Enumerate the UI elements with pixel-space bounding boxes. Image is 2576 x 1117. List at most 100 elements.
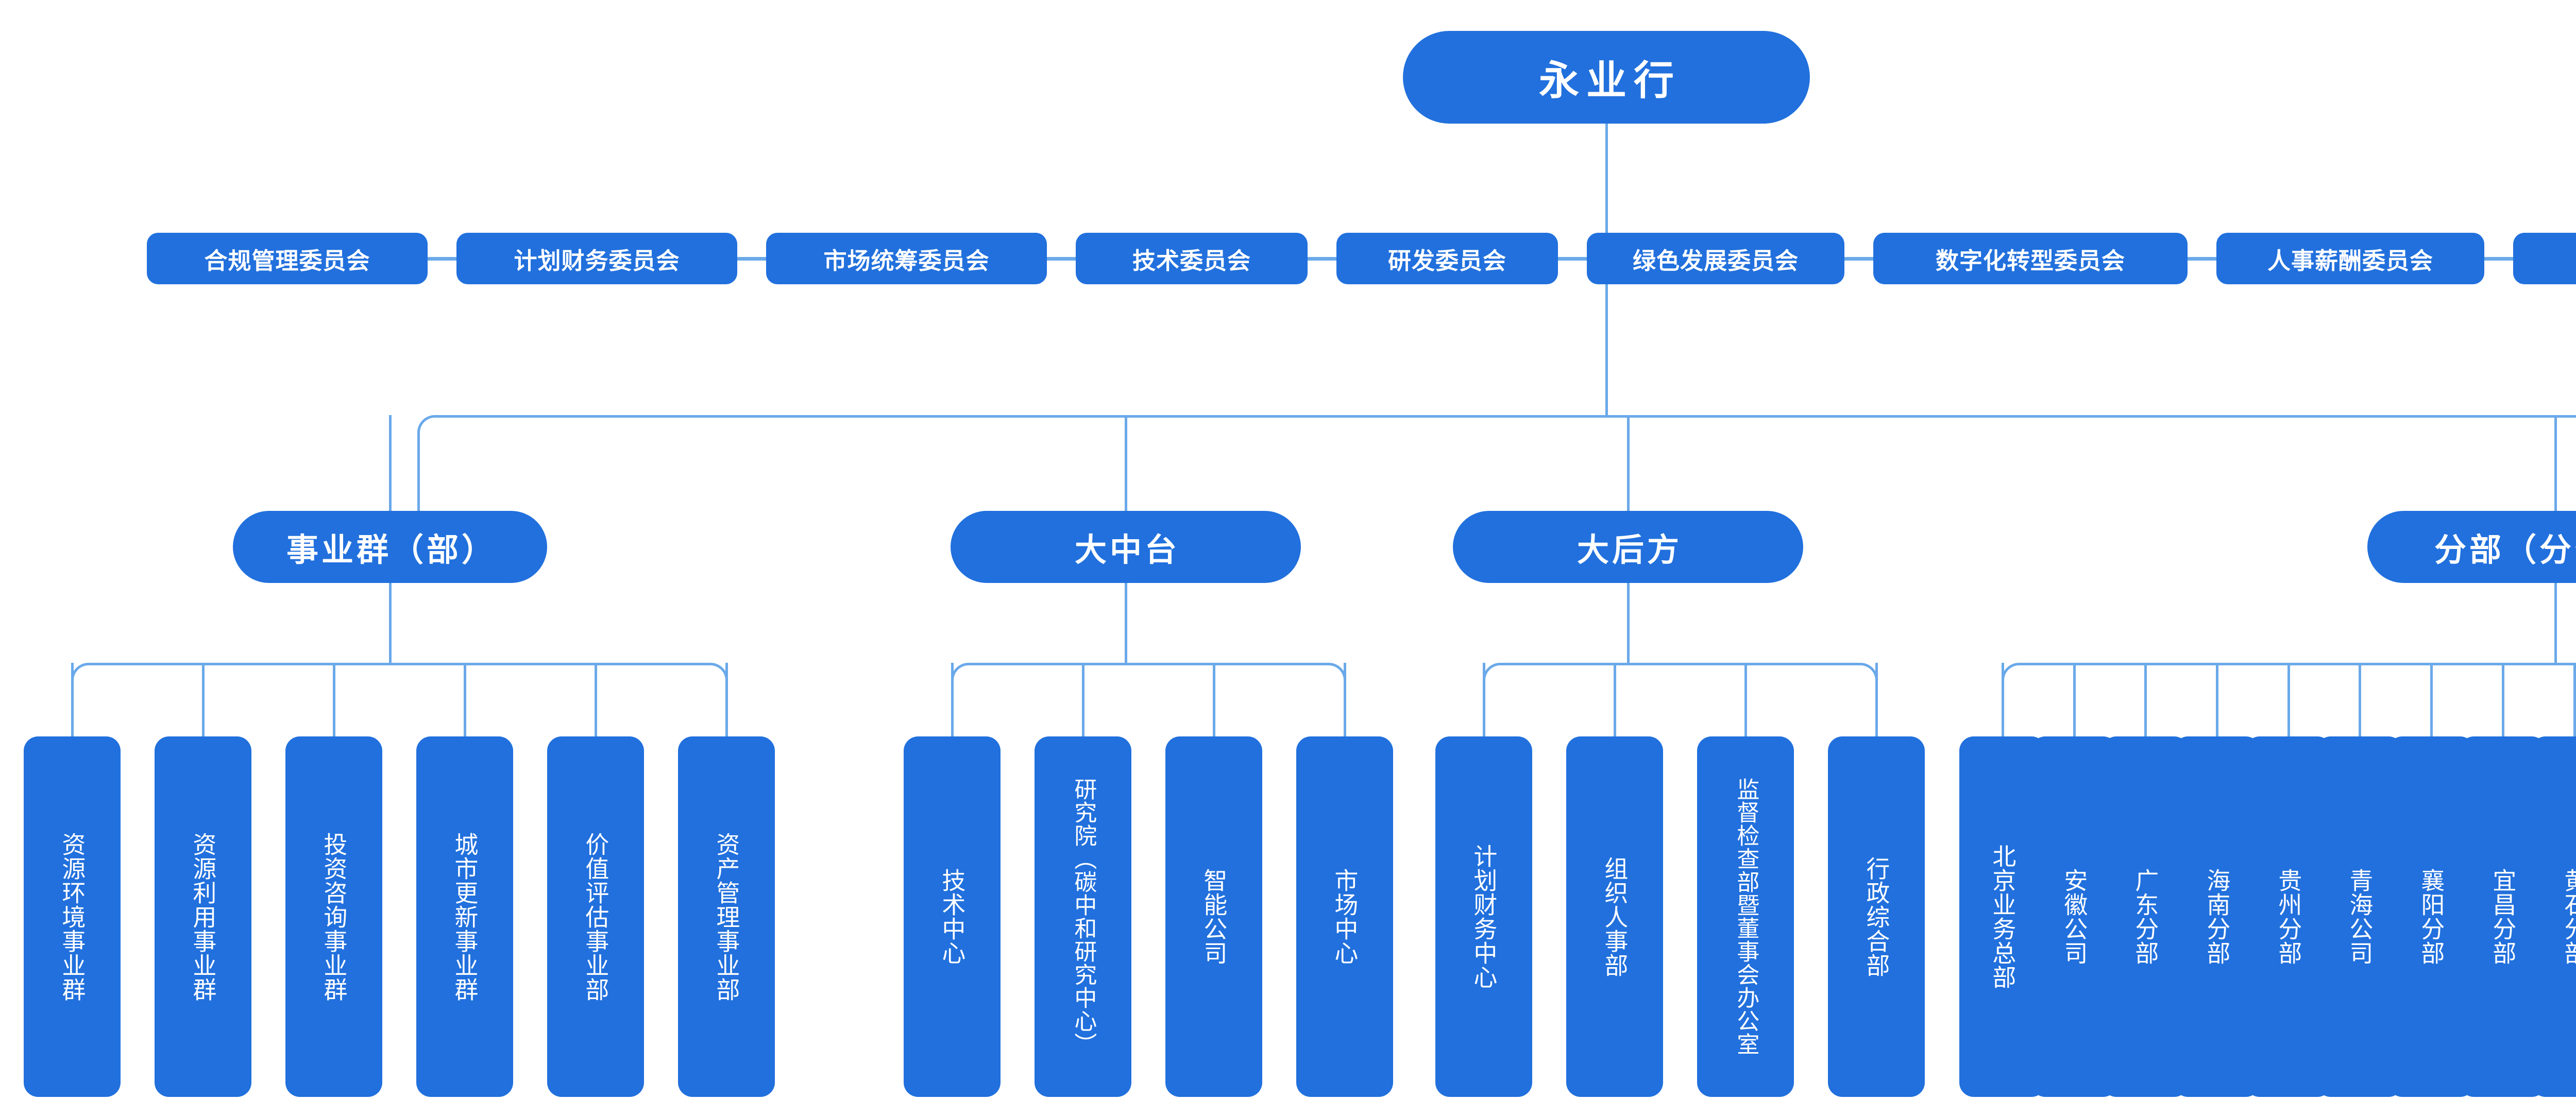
leaf-node-3-2[interactable]: 组织人事部 — [1566, 736, 1663, 1097]
leaf-node-3-3[interactable]: 监督检查部暨董事会办公室 — [1697, 736, 1794, 1097]
committee-link-6 — [1844, 257, 1873, 261]
committee-link-2 — [737, 257, 766, 261]
leaf-bracket-2 — [951, 663, 1346, 737]
committee-link-5 — [1558, 257, 1587, 261]
leaf-node-label: 黄石分部 — [2561, 868, 2576, 965]
group-drop-line-1 — [389, 415, 392, 513]
committee-node-label: 计划财务委员会 — [514, 247, 680, 274]
leaf-node-label: 智能公司 — [1200, 868, 1228, 965]
leaf-node-1-2[interactable]: 资源利用事业群 — [155, 736, 251, 1097]
leaf-drop-line-1-3 — [333, 663, 335, 740]
leaf-node-2-4[interactable]: 市场中心 — [1296, 736, 1393, 1097]
group-node-3[interactable]: 大后方 — [1453, 511, 1803, 583]
leaf-node-label: 监督检查部暨董事会办公室 — [1733, 778, 1759, 1056]
committee-node-1[interactable]: 合规管理委员会 — [147, 233, 428, 284]
leaf-drop-line-1-6 — [725, 663, 728, 740]
committee-node-4[interactable]: 技术委员会 — [1076, 233, 1308, 284]
leaf-node-1-5[interactable]: 价值评估事业部 — [547, 736, 644, 1097]
leaf-node-label: 宜昌分部 — [2489, 868, 2517, 965]
committee-node-5[interactable]: 研发委员会 — [1336, 233, 1558, 284]
leaf-drop-line-1-5 — [595, 663, 597, 740]
leaf-node-4-9[interactable]: 黄石分部 — [2531, 736, 2576, 1097]
leaf-drop-line-2-2 — [1082, 663, 1084, 740]
committee-node-label: 数字化转型委员会 — [1935, 247, 2125, 274]
committee-node-7[interactable]: 数字化转型委员会 — [1873, 233, 2188, 284]
leaf-node-1-6[interactable]: 资产管理事业部 — [678, 736, 775, 1097]
groups-bracket — [417, 415, 2576, 513]
leaf-drop-line-4-1 — [2002, 663, 2004, 740]
leaf-node-label: 襄阳分部 — [2418, 868, 2445, 965]
group-stem-line-3 — [1627, 583, 1630, 663]
leaf-drop-line-1-1 — [71, 663, 74, 740]
committee-node-8[interactable]: 人事薪酬委员会 — [2216, 233, 2484, 284]
committee-node-label: 技术委员会 — [1132, 247, 1251, 274]
leaf-drop-line-2-1 — [951, 663, 954, 740]
committee-node-9[interactable]: 综合品牌委员会 — [2513, 233, 2576, 284]
root-stem-line — [1605, 124, 1608, 259]
leaf-node-label: 资源环境事业群 — [59, 832, 86, 1002]
group-node-label: 事业群（部） — [286, 532, 497, 568]
leaf-node-1-4[interactable]: 城市更新事业群 — [416, 736, 513, 1097]
committee-node-label: 合规管理委员会 — [204, 247, 370, 274]
leaf-drop-line-4-3 — [2144, 663, 2147, 740]
leaf-drop-line-3-1 — [1483, 663, 1485, 740]
leaf-node-label: 投资咨询事业群 — [320, 832, 348, 1002]
group-stem-line-2 — [1125, 583, 1127, 663]
leaf-node-label: 北京业务总部 — [1989, 844, 2016, 989]
leaf-node-1-1[interactable]: 资源环境事业群 — [24, 736, 121, 1097]
leaf-drop-line-2-4 — [1344, 663, 1346, 740]
group-drop-line-2 — [1125, 415, 1127, 513]
leaf-drop-line-3-3 — [1744, 663, 1747, 740]
leaf-drop-line-4-7 — [2430, 663, 2433, 740]
group-drop-line-4 — [2554, 415, 2557, 513]
leaf-node-3-4[interactable]: 行政综合部 — [1828, 736, 1925, 1097]
committee-node-3[interactable]: 市场统筹委员会 — [766, 233, 1047, 284]
leaf-drop-line-3-4 — [1875, 663, 1878, 740]
committee-node-6[interactable]: 绿色发展委员会 — [1587, 233, 1844, 284]
leaf-node-label: 价值评估事业部 — [582, 832, 609, 1002]
leaf-node-label: 城市更新事业群 — [451, 832, 479, 1002]
committee-link-4 — [1308, 257, 1336, 261]
committee-link-8 — [2484, 257, 2513, 261]
leaf-node-label: 资产管理事业部 — [713, 832, 740, 1002]
root-node-yongyehang[interactable]: 永业行 — [1403, 31, 1810, 124]
group-node-label: 分部（分公司） — [2434, 532, 2576, 568]
leaf-node-label: 组织人事部 — [1601, 856, 1629, 977]
leaf-node-label: 行政综合部 — [1863, 856, 1890, 977]
group-node-1[interactable]: 事业群（部） — [233, 511, 547, 583]
leaf-node-3-1[interactable]: 计划财务中心 — [1435, 736, 1532, 1097]
leaf-bracket-3 — [1483, 663, 1878, 737]
root-to-groups-stem — [1605, 284, 1608, 416]
leaf-node-label: 安徽公司 — [2061, 868, 2088, 965]
leaf-node-2-1[interactable]: 技术中心 — [904, 736, 1001, 1097]
committee-node-label: 绿色发展委员会 — [1632, 247, 1799, 274]
leaf-node-label: 技术中心 — [939, 868, 966, 965]
leaf-node-label: 计划财务中心 — [1470, 844, 1498, 989]
group-node-2[interactable]: 大中台 — [951, 511, 1301, 583]
group-node-4[interactable]: 分部（分公司） — [2367, 511, 2576, 583]
group-node-label: 大中台 — [1074, 532, 1180, 568]
leaf-drop-line-4-8 — [2502, 663, 2504, 740]
leaf-node-2-3[interactable]: 智能公司 — [1165, 736, 1262, 1097]
leaf-drop-line-2-3 — [1213, 663, 1215, 740]
leaf-node-label: 资源利用事业群 — [190, 832, 217, 1002]
leaf-node-label: 研究院（碳中和研究中心） — [1071, 778, 1096, 1056]
committee-link-7 — [2188, 257, 2216, 261]
group-drop-line-3 — [1627, 415, 1630, 513]
committee-node-label: 市场统筹委员会 — [823, 247, 990, 274]
leaf-bracket-1 — [71, 663, 728, 737]
committee-node-label: 人事薪酬委员会 — [2267, 247, 2433, 274]
leaf-drop-line-3-2 — [1614, 663, 1616, 740]
leaf-drop-line-4-4 — [2216, 663, 2218, 740]
committee-node-2[interactable]: 计划财务委员会 — [456, 233, 737, 284]
leaf-drop-line-4-5 — [2287, 663, 2290, 740]
leaf-node-label: 广东分部 — [2132, 868, 2159, 965]
leaf-node-1-3[interactable]: 投资咨询事业群 — [285, 736, 382, 1097]
committee-link-1 — [428, 257, 456, 261]
leaf-drop-line-4-6 — [2359, 663, 2361, 740]
leaf-node-label: 市场中心 — [1331, 868, 1359, 965]
leaf-drop-line-1-4 — [464, 663, 466, 740]
root-node-label: 永业行 — [1538, 58, 1681, 103]
leaf-node-2-2[interactable]: 研究院（碳中和研究中心） — [1035, 736, 1131, 1097]
